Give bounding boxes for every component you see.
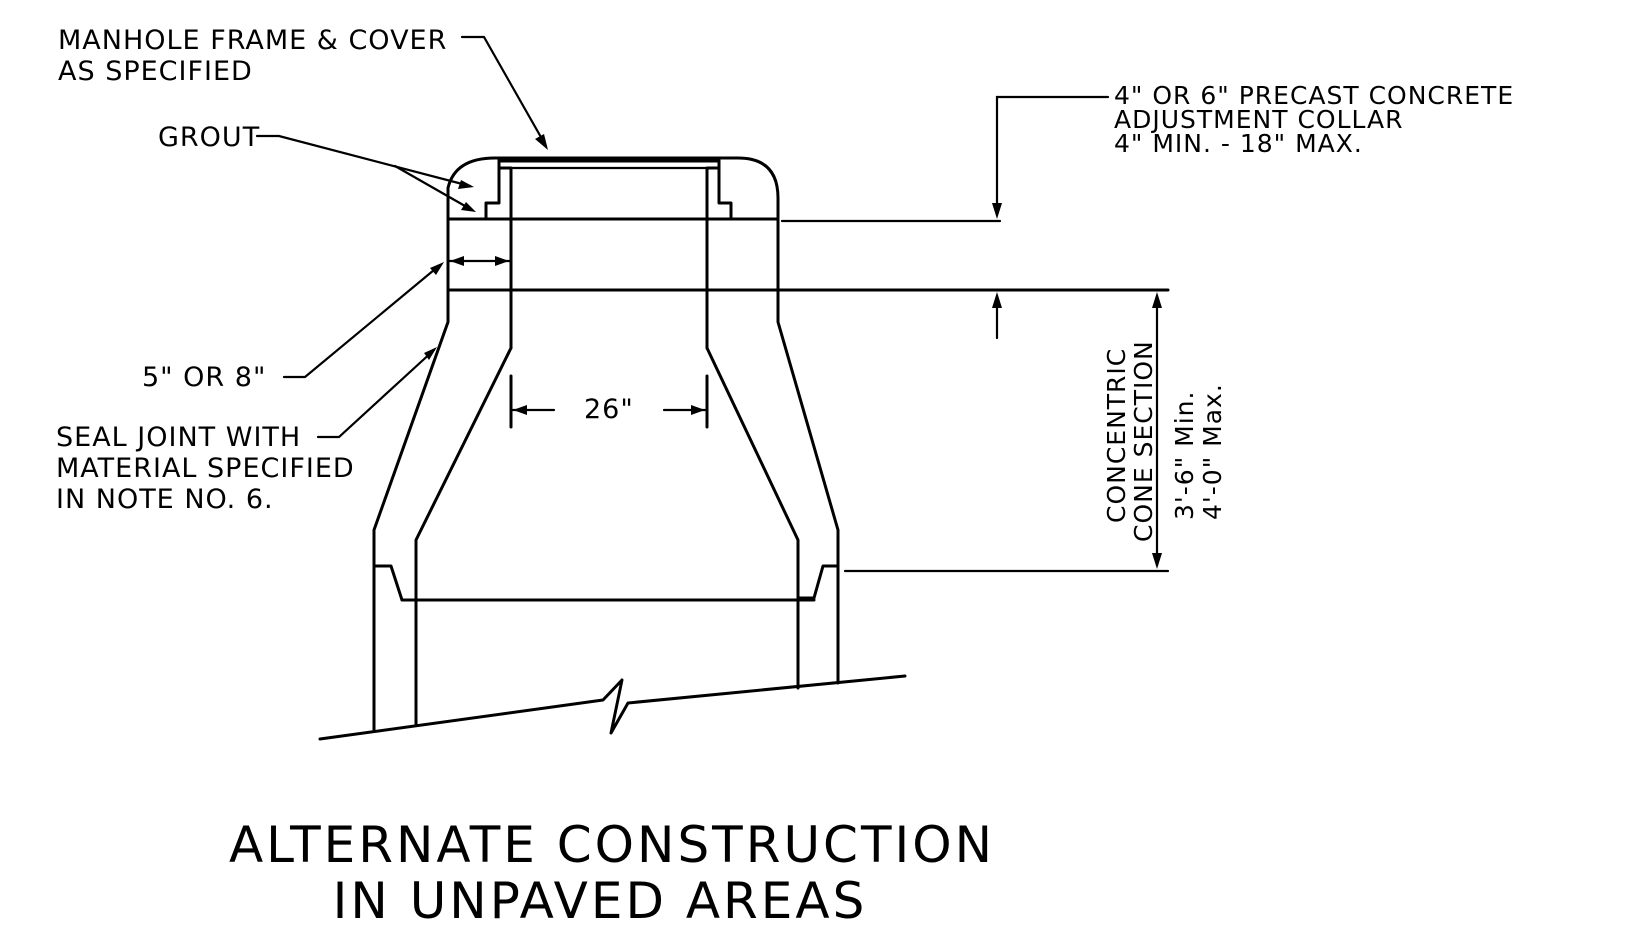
drawing-title: ALTERNATE CONSTRUCTION IN UNPAVED AREAS [229,816,995,930]
frame-flange-left [484,156,513,220]
collar-label-line3: 4" MIN. - 18" MAX. [1114,129,1363,158]
cone-section-label-line1: CONCENTRIC [1102,348,1131,523]
cone-outer-left [372,288,450,732]
ground-break-line [318,674,907,741]
manhole-structure [318,156,1170,741]
frame-flange-right [705,156,733,220]
collar-label-line2: ADJUSTMENT COLLAR [1114,105,1404,134]
cone-outer-right [776,288,840,685]
title-line2: IN UNPAVED AREAS [333,872,868,930]
seal-joint-label-line1: SEAL JOINT WITH [56,422,301,453]
collar-label-line1: 4" OR 6" PRECAST CONCRETE [1114,81,1514,110]
seal-joint-label-line3: IN NOTE NO. 6. [56,484,274,515]
manhole-frame-outline [446,156,780,220]
dimensions [255,35,1170,573]
opening-dimension-label: 26" [584,394,634,425]
cone-inner-left [414,346,513,726]
cone-inner-right [705,346,800,690]
seal-joint-label-line2: MATERIAL SPECIFIED [56,453,355,484]
joint-left [372,564,418,602]
wall-thickness-label: 5" OR 8" [142,362,266,393]
title-line1: ALTERNATE CONSTRUCTION [229,816,995,874]
grout-label: GROUT [158,122,260,153]
cone-height-label-max: 4'-0" Max. [1198,383,1227,520]
manhole-frame-label-line2: AS SPECIFIED [58,56,253,87]
cone-height-label-min: 3'-6" Min. [1170,391,1199,520]
labels: MANHOLE FRAME & COVER AS SPECIFIED GROUT… [56,25,1514,542]
cone-section-label-line2: CONE SECTION [1129,340,1158,542]
manhole-frame-label-line1: MANHOLE FRAME & COVER [58,25,447,56]
joint-right [796,564,840,600]
